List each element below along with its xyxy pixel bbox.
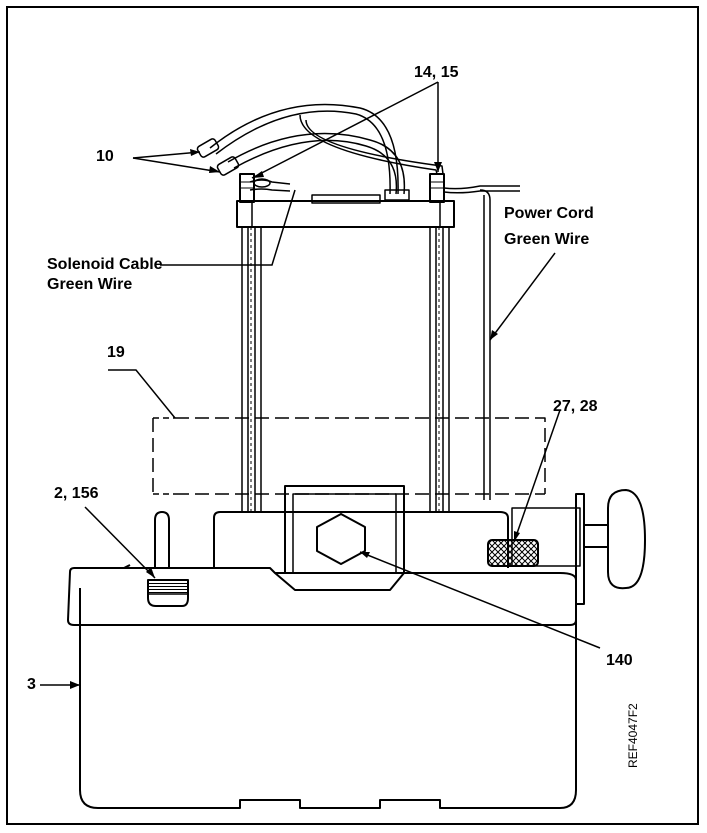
hex-fitting — [316, 513, 366, 565]
cover-plate — [67, 567, 577, 626]
center-block — [284, 485, 405, 572]
callout-14-15: 14, 15 — [414, 64, 459, 81]
spade-connector-lower — [216, 156, 240, 176]
valve-screw — [487, 539, 539, 567]
callout-power-cord-line1: Power Cord — [504, 205, 594, 222]
left-post — [154, 511, 170, 568]
callout-solenoid-line2: Green Wire — [47, 276, 133, 293]
power-cord-wire — [479, 189, 491, 500]
callout-solenoid-line1: Solenoid Cable — [47, 256, 163, 273]
reservoir — [79, 588, 577, 809]
reference-code: REF4047F2 — [626, 703, 640, 768]
knob-housing — [511, 507, 581, 567]
motor-base — [213, 511, 509, 568]
figure-border — [6, 6, 699, 825]
callout-3: 3 — [27, 676, 36, 693]
knob — [607, 489, 646, 590]
spade-connector-upper — [196, 138, 220, 158]
terminal-studs — [239, 173, 445, 203]
callout-19: 19 — [107, 344, 125, 361]
callout-power-cord-line2: Green Wire — [504, 231, 590, 248]
motor-body-outline — [152, 417, 546, 495]
top-plate — [236, 200, 455, 228]
callout-140: 140 — [606, 652, 633, 669]
callout-27-28: 27, 28 — [553, 398, 598, 415]
callout-10: 10 — [96, 148, 114, 165]
callout-2-156: 2, 156 — [54, 485, 99, 502]
tie-rods — [241, 227, 450, 512]
solenoid-cable — [209, 103, 399, 195]
